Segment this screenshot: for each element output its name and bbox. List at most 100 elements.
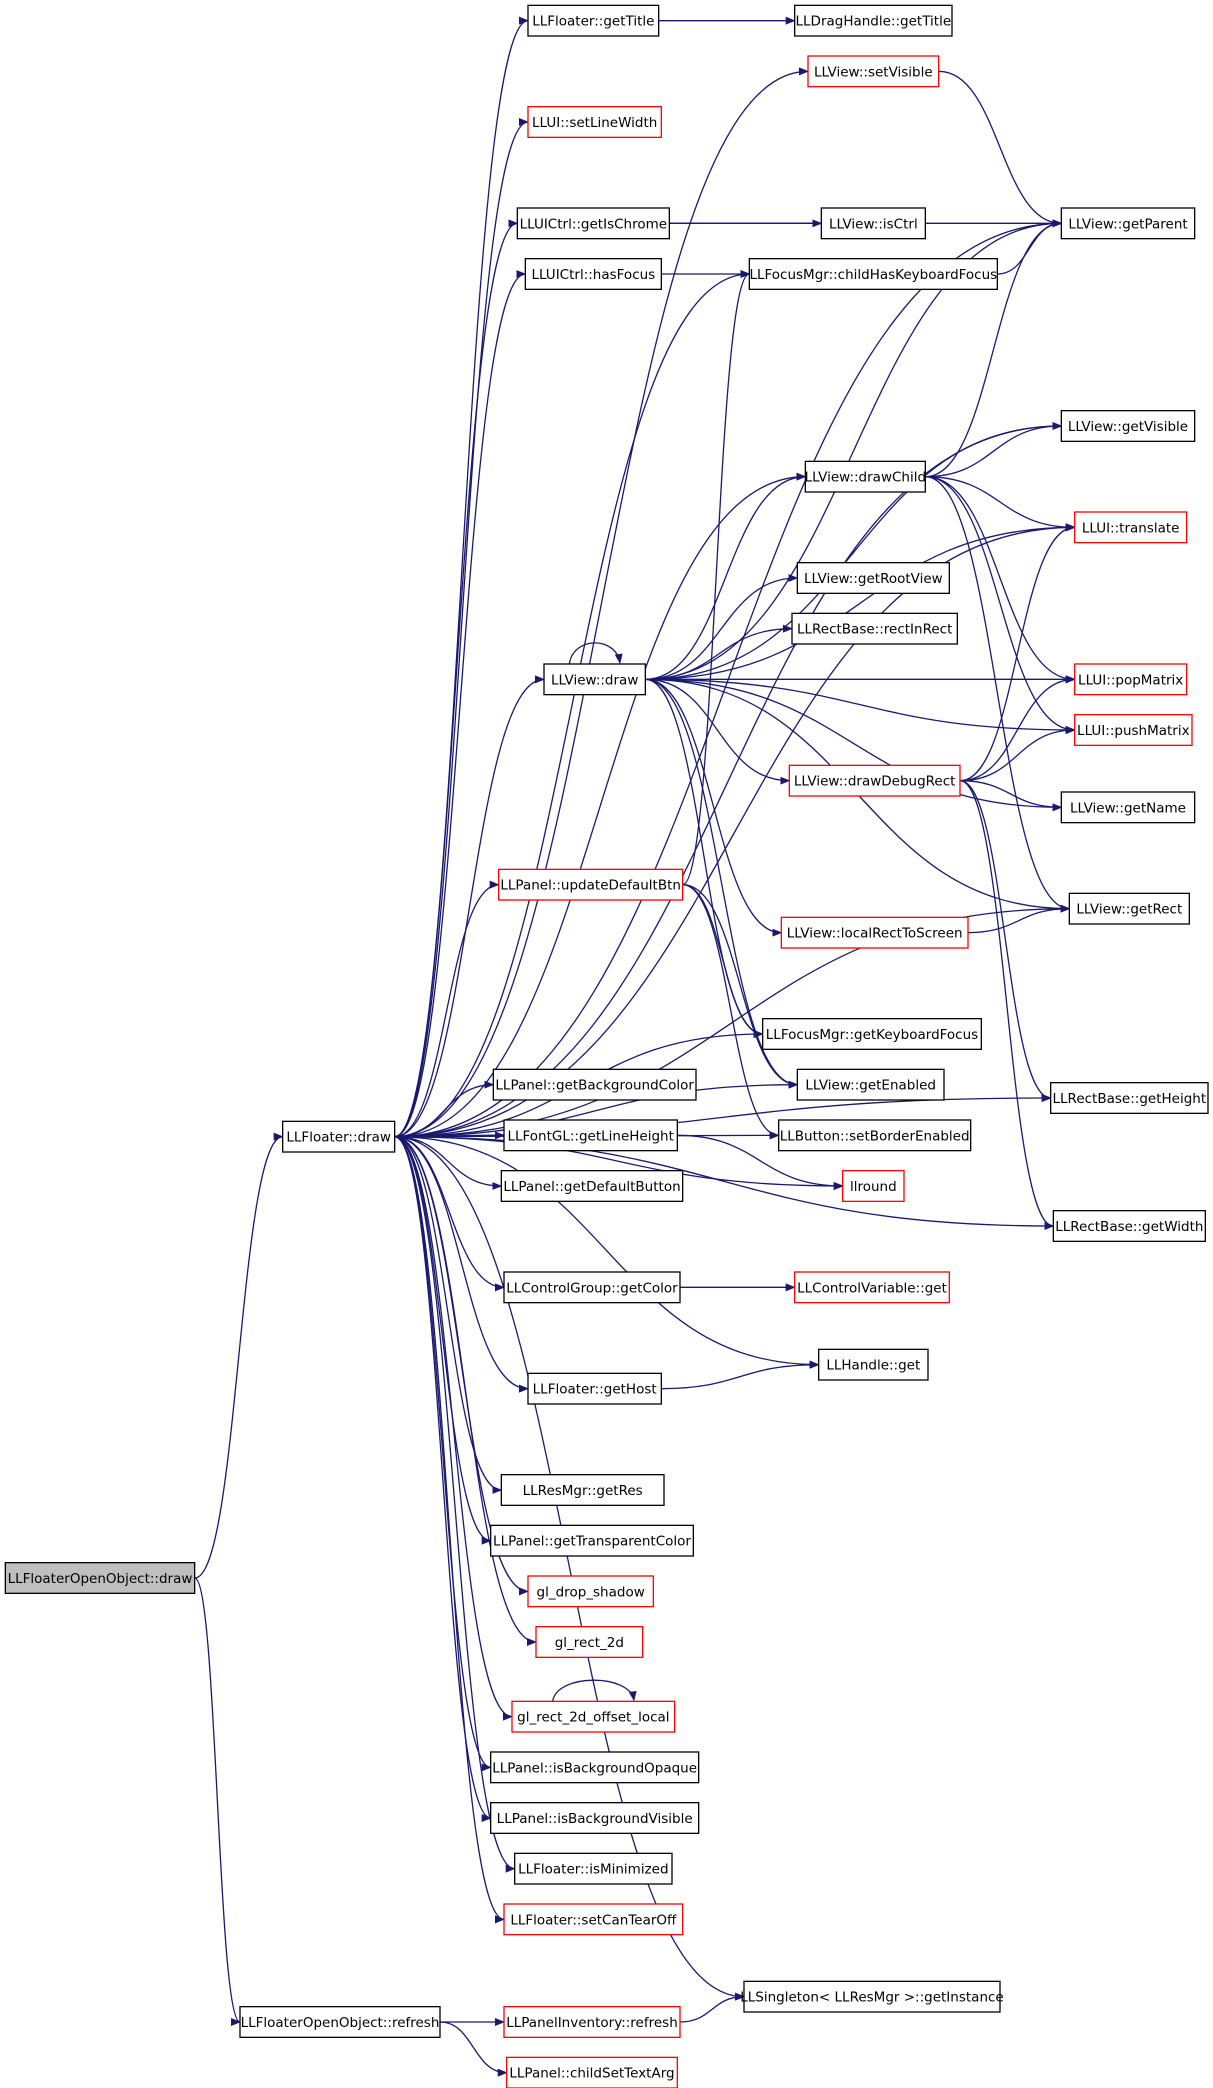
node-getHeight[interactable]: LLRectBase::getHeight (1050, 1082, 1209, 1114)
node-isCtrl[interactable]: LLView::isCtrl (820, 207, 926, 240)
node-updateDefaultBtn[interactable]: LLPanel::updateDefaultBtn (498, 868, 684, 901)
edge-drawDebugRect-to-pushMatrix (959, 726, 1076, 782)
node-glDropShadow[interactable]: gl_drop_shadow (527, 1575, 654, 1608)
node-box (4, 1562, 196, 1594)
node-box (490, 1751, 700, 1784)
node-fdraw[interactable]: LLFloater::draw (282, 1120, 396, 1153)
node-box (818, 1348, 929, 1381)
edge-fdraw-to-isBgVisible (394, 1136, 492, 1822)
node-label: LLPanel::isBackgroundOpaque (492, 1760, 697, 1776)
node-label: LLView::setVisible (814, 64, 933, 80)
edge-setVisible-to-getParent (938, 70, 1063, 228)
node-childHasKbd[interactable]: LLFocusMgr::childHasKeyboardFocus (748, 258, 998, 290)
node-setVisible[interactable]: LLView::setVisible (807, 55, 940, 88)
node-panelInvRefresh[interactable]: LLPanelInventory::refresh (503, 2006, 681, 2038)
node-getVisible[interactable]: LLView::getVisible (1060, 410, 1196, 442)
node-root[interactable]: LLFloaterOpenObject::draw (4, 1562, 196, 1594)
node-label: LLUI::pushMatrix (1077, 723, 1190, 739)
node-label: LLFloater::getTitle (532, 14, 654, 30)
node-box (1074, 663, 1188, 696)
edge-vdraw-to-getVisible (645, 422, 1063, 680)
node-getWidth[interactable]: LLRectBase::getWidth (1052, 1210, 1206, 1242)
edge-vdraw-to-getParent (645, 219, 1063, 680)
node-pushMatrix[interactable]: LLUI::pushMatrix (1074, 714, 1193, 746)
edge-refresh-to-childSetTextArg (439, 2021, 508, 2077)
node-drawDebugRect[interactable]: LLView::drawDebugRect (788, 764, 961, 797)
node-getName[interactable]: LLView::getName (1060, 791, 1196, 824)
node-label: LLPanel::isBackgroundVisible (497, 1811, 693, 1827)
node-box (1074, 714, 1193, 746)
node-popMatrix[interactable]: LLUI::popMatrix (1074, 663, 1188, 696)
node-label: gl_rect_2d (555, 1635, 624, 1651)
node-box (527, 106, 662, 138)
node-isBgVisible[interactable]: LLPanel::isBackgroundVisible (490, 1802, 700, 1834)
node-childSetTextArg[interactable]: LLPanel::childSetTextArg (506, 2056, 678, 2088)
edge-fdraw-to-handleGet (394, 1136, 820, 1369)
call-nodes: LLFloaterOpenObject::draw LLFloater::draw… (4, 4, 1209, 2088)
node-hasFocus[interactable]: LLUICtrl::hasFocus (524, 258, 662, 290)
node-setBorderEnabled[interactable]: LLButton::setBorderEnabled (778, 1119, 972, 1152)
node-vdraw[interactable]: LLView::draw (543, 663, 646, 696)
node-getTransparentColor[interactable]: LLPanel::getTransparentColor (490, 1524, 694, 1557)
node-label: LLHandle::get (826, 1358, 920, 1374)
node-getRes[interactable]: LLResMgr::getRes (500, 1474, 665, 1506)
node-getDefaultButton[interactable]: LLPanel::getDefaultButton (500, 1170, 684, 1202)
edge-vdraw-to-translate (645, 523, 1076, 680)
node-label: LLFocusMgr::getKeyboardFocus (766, 1027, 978, 1043)
node-box (490, 1524, 694, 1557)
node-getTitle[interactable]: LLFloater::getTitle (527, 4, 660, 37)
node-isMinimized[interactable]: LLFloater::isMinimized (514, 1852, 673, 1885)
edge-fdraw-to-singleton (394, 1136, 745, 2001)
node-cgGetColor[interactable]: LLControlGroup::getColor (503, 1271, 681, 1304)
node-localRectToScreen[interactable]: LLView::localRectToScreen (780, 916, 969, 949)
node-getRootView[interactable]: LLView::getRootView (796, 562, 950, 594)
edge-drawChild-to-translate (925, 476, 1076, 532)
node-singleton[interactable]: LLSingleton< LLResMgr >::getInstance (740, 1980, 1004, 2013)
node-dragGetTitle[interactable]: LLDragHandle::getTitle (794, 4, 953, 37)
node-setLineWidth[interactable]: LLUI::setLineWidth (527, 106, 662, 138)
node-handleGet[interactable]: LLHandle::get (818, 1348, 929, 1381)
node-getBgColor[interactable]: LLPanel::getBackgroundColor (492, 1068, 697, 1101)
node-drawChild[interactable]: LLView::drawChild (805, 460, 926, 493)
node-box (778, 1119, 972, 1152)
node-glRect2d[interactable]: gl_rect_2d (535, 1626, 644, 1658)
node-getKeyboardFocus[interactable]: LLFocusMgr::getKeyboardFocus (762, 1018, 982, 1050)
node-getEnabled[interactable]: LLView::getEnabled (796, 1068, 945, 1101)
node-label: LLPanel::getBackgroundColor (495, 1078, 694, 1094)
edge-glRect2dOffset-to-glRect2dOffset (552, 1679, 637, 1702)
edge-drawChild-to-pushMatrix (925, 476, 1076, 734)
node-label: LLUI::popMatrix (1078, 672, 1183, 688)
edge-vdraw-to-pushMatrix (645, 678, 1076, 734)
node-getHost[interactable]: LLFloater::getHost (527, 1372, 662, 1405)
node-box (492, 1068, 697, 1101)
node-label: LLButton::setBorderEnabled (780, 1128, 970, 1144)
node-translate[interactable]: LLUI::translate (1074, 511, 1188, 544)
node-rectInRect[interactable]: LLRectBase::rectInRect (791, 612, 958, 645)
node-getIsChrome[interactable]: LLUICtrl::getIsChrome (516, 207, 670, 240)
node-box (796, 1068, 945, 1101)
node-isBgOpaque[interactable]: LLPanel::isBackgroundOpaque (490, 1751, 700, 1784)
node-cvGet[interactable]: LLControlVariable::get (794, 1271, 950, 1304)
node-getRect[interactable]: LLView::getRect (1068, 892, 1190, 925)
edge-fdraw-to-setLineWidth (394, 118, 529, 1138)
node-label: LLView::getRect (1076, 902, 1182, 918)
edge-fdraw-to-getHost (394, 1136, 529, 1393)
edge-vdraw-to-getName (645, 678, 1063, 812)
edge-localRectToScreen-to-getRect (967, 904, 1071, 934)
node-label: LLFloaterOpenObject::refresh (241, 2015, 440, 2031)
node-glRect2dOffset[interactable]: gl_rect_2d_offset_local (511, 1700, 676, 1733)
node-setCanTearOff[interactable]: LLFloater::setCanTearOff (503, 1903, 684, 1936)
edge-childHasKbd-to-getParent (997, 219, 1063, 275)
node-getParent[interactable]: LLView::getParent (1060, 207, 1196, 240)
node-box (788, 764, 961, 797)
node-label: llround (850, 1179, 897, 1195)
node-label: gl_drop_shadow (537, 1584, 645, 1600)
node-label: LLFloater::getHost (533, 1382, 657, 1398)
node-getLineHeight[interactable]: LLFontGL::getLineHeight (503, 1119, 678, 1152)
node-label: LLView::getEnabled (805, 1078, 936, 1094)
node-refresh[interactable]: LLFloaterOpenObject::refresh (239, 2006, 441, 2038)
node-box (514, 1852, 673, 1885)
edge-fdraw-to-getRes (394, 1136, 503, 1494)
edge-fdraw-to-getBgColor (394, 1080, 495, 1138)
node-llround[interactable]: llround (842, 1170, 905, 1202)
